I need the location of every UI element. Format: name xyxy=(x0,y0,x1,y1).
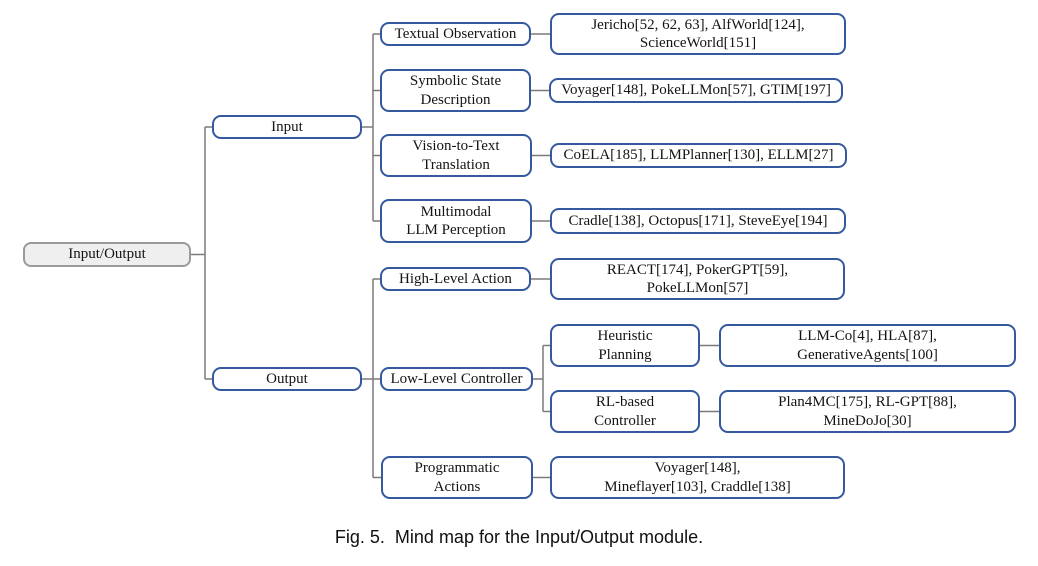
edge-root xyxy=(191,126,213,380)
node-high-level-action: High-Level Action xyxy=(380,267,531,291)
figure-caption: Fig. 5. Mind map for the Input/Output mod… xyxy=(0,527,1038,548)
edge-lowlevel-group xyxy=(533,344,719,413)
node-symbolic-state-description: Symbolic State Description xyxy=(380,69,531,112)
leaf-rl-based-controller-refs: Plan4MC[175], RL-GPT[88], MineDoJo[30] xyxy=(719,390,1016,433)
node-rl-based-controller: RL-based Controller xyxy=(550,390,700,433)
edge-output-leaves xyxy=(531,278,550,479)
figure-caption-text: Mind map for the Input/Output module. xyxy=(394,527,704,547)
leaf-high-level-action-refs: REACT[174], PokerGPT[59], PokeLLMon[57] xyxy=(550,258,845,300)
leaf-vision-to-text-refs: CoELA[185], LLMPlanner[130], ELLM[27] xyxy=(550,143,847,168)
leaf-programmatic-actions-refs: Voyager[148], Mineflayer[103], Craddle[1… xyxy=(550,456,845,499)
edge-input-group xyxy=(362,33,381,222)
node-vision-to-text-translation: Vision-to-Text Translation xyxy=(380,134,532,177)
leaf-textual-observation-refs: Jericho[52, 62, 63], AlfWorld[124], Scie… xyxy=(550,13,846,55)
node-output: Output xyxy=(212,367,362,391)
leaf-symbolic-state-refs: Voyager[148], PokeLLMon[57], GTIM[197] xyxy=(549,78,843,103)
node-programmatic-actions: Programmatic Actions xyxy=(381,456,533,499)
node-multimodal-llm-perception: Multimodal LLM Perception xyxy=(380,199,532,243)
node-low-level-controller: Low-Level Controller xyxy=(380,367,533,391)
node-textual-observation: Textual Observation xyxy=(380,22,531,46)
figure-caption-number: Fig. 5. xyxy=(334,527,385,547)
edge-input-leaves xyxy=(531,33,550,222)
leaf-heuristic-planning-refs: LLM-Co[4], HLA[87], GenerativeAgents[100… xyxy=(719,324,1016,367)
node-heuristic-planning: Heuristic Planning xyxy=(550,324,700,367)
node-input-output: Input/Output xyxy=(23,242,191,267)
leaf-multimodal-refs: Cradle[138], Octopus[171], SteveEye[194] xyxy=(550,208,846,234)
edge-output-group xyxy=(362,278,382,479)
node-input: Input xyxy=(212,115,362,139)
